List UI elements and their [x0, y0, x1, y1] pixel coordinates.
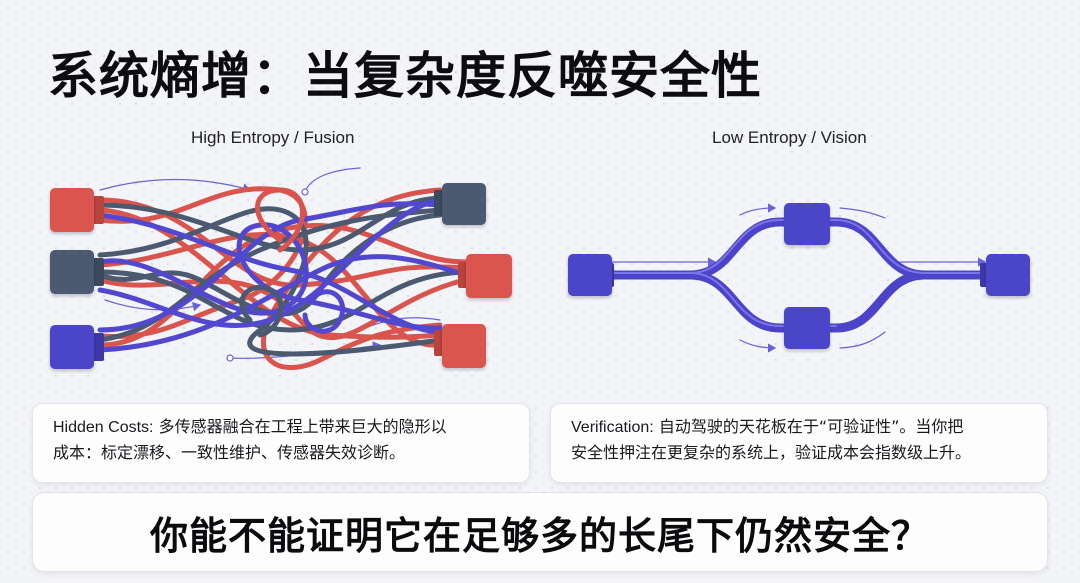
pipeline-nodes [568, 203, 1030, 349]
bottom-question: 你能不能证明它在足够多的长尾下仍然安全？ [149, 513, 930, 558]
hidden-costs-line2: 成本：标定漂移、一致性维护、传感器失效诊断。 [53, 443, 406, 462]
tangled-wires [97, 167, 468, 370]
vision-output-node [980, 254, 1030, 296]
flow-arrow [99, 178, 252, 193]
hidden-costs-text-1: 多传感器融合在工程上带来巨大的隐形以 [158, 417, 447, 436]
verification-term: Verification: [571, 419, 654, 436]
vision-input-node [568, 254, 614, 296]
connector-red-right-mid [458, 254, 512, 298]
connector-indigo-left-bottom [50, 325, 104, 369]
connector-red-left-top [50, 188, 104, 232]
flow-arrow [739, 203, 777, 216]
high-entropy-label: High Entropy / Fusion [191, 128, 355, 147]
flow-arrow [839, 331, 886, 349]
low-entropy-label: Low Entropy / Vision [712, 128, 867, 147]
connector-slate-left-mid [50, 250, 104, 294]
vision-lower-node [784, 307, 830, 349]
hidden-costs-line1: Hidden Costs: 多传感器融合在工程上带来巨大的隐形以 [53, 414, 515, 440]
connector-slate-right-top [434, 183, 486, 225]
flow-arrow [104, 299, 202, 312]
flow-arrow [304, 167, 361, 193]
page-title: 系统熵增：当复杂度反噬安全性 [48, 47, 762, 105]
connector-red-right-bottom [434, 324, 486, 368]
hidden-costs-card: Hidden Costs: 多传感器融合在工程上带来巨大的隐形以 成本：标定漂移… [32, 403, 530, 483]
right-connectors [434, 183, 512, 368]
flow-arrow [839, 207, 886, 219]
verification-card: Verification: 自动驾驶的天花板在于“可验证性”。当你把 安全性押注… [550, 403, 1048, 483]
bottom-question-bar: 你能不能证明它在足够多的长尾下仍然安全？ [32, 492, 1048, 572]
vision-upper-node [784, 203, 830, 245]
verification-text-1: 自动驾驶的天花板在于“可验证性”。当你把 [658, 417, 964, 436]
verification-line1: Verification: 自动驾驶的天花板在于“可验证性”。当你把 [571, 414, 1033, 440]
flow-arrow [739, 339, 777, 353]
left-connectors [50, 188, 104, 369]
verification-line2: 安全性押注在更复杂的系统上，验证成本会指数级上升。 [571, 443, 972, 462]
hidden-costs-term: Hidden Costs: [53, 419, 154, 436]
